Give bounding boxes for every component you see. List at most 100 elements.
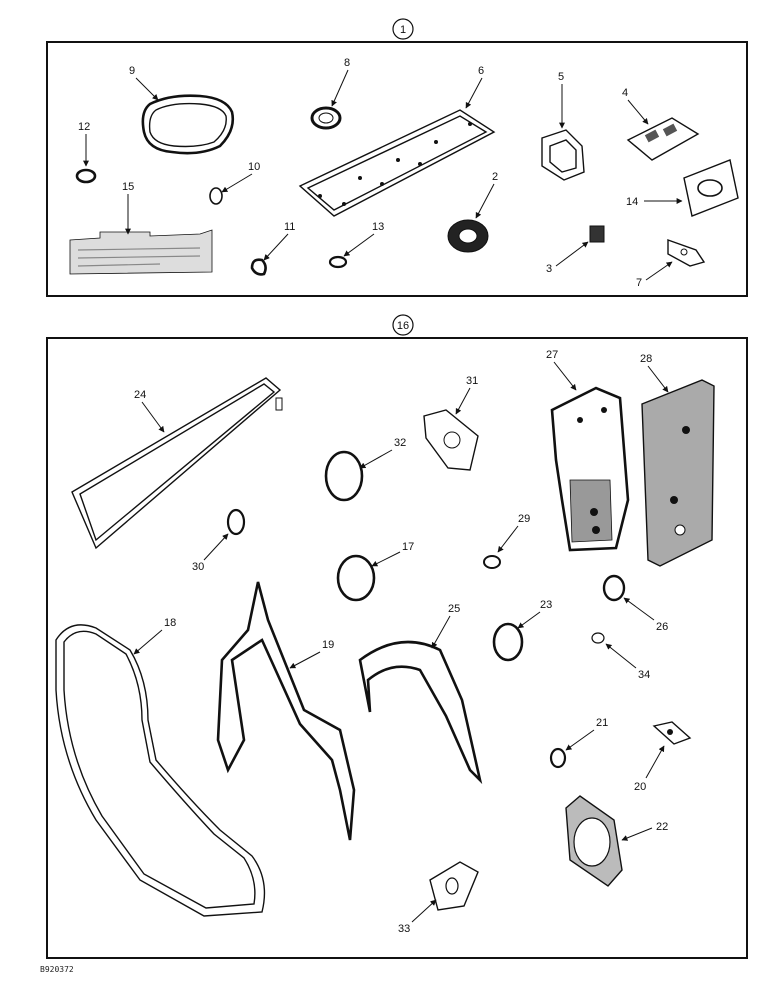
- part-30-o-ring: [226, 508, 246, 536]
- callout-23: 23: [517, 599, 552, 629]
- svg-text:12: 12: [78, 121, 90, 133]
- part-12-grommet: [75, 168, 97, 184]
- part-33-plate-gasket: [429, 861, 479, 911]
- part-2-seal: [447, 219, 489, 253]
- svg-text:26: 26: [656, 621, 668, 633]
- part-7-small-gasket: [667, 239, 706, 267]
- callout-24: 24: [134, 389, 165, 433]
- callout-32: 32: [359, 437, 406, 469]
- callout-17: 17: [371, 541, 414, 567]
- svg-text:30: 30: [192, 561, 204, 573]
- part-24-cover-gasket: [71, 377, 283, 550]
- svg-text:1: 1: [400, 24, 406, 36]
- part-23-o-ring: [492, 622, 524, 662]
- part-11-clip: [250, 258, 267, 276]
- kit-16-badge: 16: [392, 314, 414, 336]
- part-29-washer: [483, 555, 501, 569]
- callout-8: 8: [331, 57, 350, 107]
- callout-5: 5: [558, 71, 565, 129]
- callout-11: 11: [263, 221, 295, 261]
- callout-22: 22: [621, 821, 668, 841]
- svg-text:6: 6: [478, 65, 484, 77]
- part-28-cooler-plate: [641, 379, 715, 567]
- svg-text:3: 3: [546, 263, 552, 275]
- part-21-o-ring: [549, 747, 567, 769]
- callout-15: 15: [122, 181, 134, 235]
- part-26-o-ring: [602, 574, 626, 602]
- callout-7: 7: [636, 261, 673, 289]
- svg-text:33: 33: [398, 923, 410, 935]
- svg-text:21: 21: [596, 717, 608, 729]
- callout-10: 10: [221, 161, 260, 193]
- svg-text:22: 22: [656, 821, 668, 833]
- callout-14: 14: [626, 196, 683, 208]
- part-6-long-gasket: [298, 109, 496, 217]
- callout-6: 6: [465, 65, 484, 109]
- svg-text:15: 15: [122, 181, 134, 193]
- callout-29: 29: [497, 513, 530, 553]
- callout-19: 19: [289, 639, 334, 669]
- part-34-grommet: [591, 632, 605, 644]
- callout-27: 27: [546, 349, 577, 391]
- svg-text:16: 16: [397, 320, 409, 332]
- part-32-o-ring: [324, 450, 364, 502]
- svg-text:5: 5: [558, 71, 564, 83]
- callout-21: 21: [565, 717, 608, 751]
- svg-text:2: 2: [492, 171, 498, 183]
- part-17-o-ring: [336, 554, 376, 602]
- svg-text:23: 23: [540, 599, 552, 611]
- callout-3: 3: [546, 241, 589, 275]
- svg-text:27: 27: [546, 349, 558, 361]
- svg-text:8: 8: [344, 57, 350, 69]
- part-31-plate-gasket: [423, 409, 479, 471]
- part-19-timing-gasket: [216, 581, 356, 841]
- part-9-cover-gasket: [141, 94, 235, 155]
- svg-text:10: 10: [248, 161, 260, 173]
- kit-16-frame: [46, 337, 748, 959]
- svg-text:4: 4: [622, 87, 628, 99]
- part-27-cooler-gasket: [550, 386, 630, 552]
- callout-13: 13: [343, 221, 384, 257]
- callout-31: 31: [455, 375, 478, 415]
- part-20-flange-gasket: [652, 721, 692, 745]
- svg-text:14: 14: [626, 196, 638, 208]
- part-3-plug: [589, 225, 605, 243]
- callout-34: 34: [605, 643, 650, 681]
- callout-20: 20: [634, 745, 665, 793]
- svg-text:7: 7: [636, 277, 642, 289]
- svg-text:29: 29: [518, 513, 530, 525]
- kit-1-frame: [46, 41, 748, 297]
- part-25-curved-gasket: [358, 640, 483, 785]
- part-4-manifold-gasket: [626, 117, 700, 161]
- svg-text:11: 11: [284, 221, 295, 233]
- part-18-front-cover-gasket: [55, 624, 266, 917]
- callout-2: 2: [475, 171, 498, 219]
- svg-text:18: 18: [164, 617, 176, 629]
- callout-18: 18: [133, 617, 176, 655]
- svg-text:25: 25: [448, 603, 460, 615]
- part-14-plate-gasket: [683, 159, 739, 217]
- callout-4: 4: [622, 87, 649, 125]
- part-15-decal: [69, 229, 213, 275]
- svg-text:28: 28: [640, 353, 652, 365]
- svg-text:32: 32: [394, 437, 406, 449]
- callout-30: 30: [192, 533, 229, 573]
- svg-text:31: 31: [466, 375, 478, 387]
- part-22-flange-gasket: [565, 795, 623, 887]
- svg-text:9: 9: [129, 65, 135, 77]
- part-5-gasket: [541, 129, 585, 181]
- callout-28: 28: [640, 353, 669, 393]
- figure-id: B920372: [40, 965, 74, 974]
- kit-1-badge: 1: [392, 18, 414, 40]
- svg-text:20: 20: [634, 781, 646, 793]
- part-8-seal: [310, 106, 342, 130]
- callout-12: 12: [78, 121, 90, 167]
- callout-33: 33: [398, 899, 437, 935]
- svg-text:34: 34: [638, 669, 650, 681]
- svg-text:24: 24: [134, 389, 146, 401]
- svg-text:13: 13: [372, 221, 384, 233]
- part-10-o-ring: [209, 187, 223, 205]
- part-13-washer: [328, 255, 348, 269]
- svg-text:17: 17: [402, 541, 414, 553]
